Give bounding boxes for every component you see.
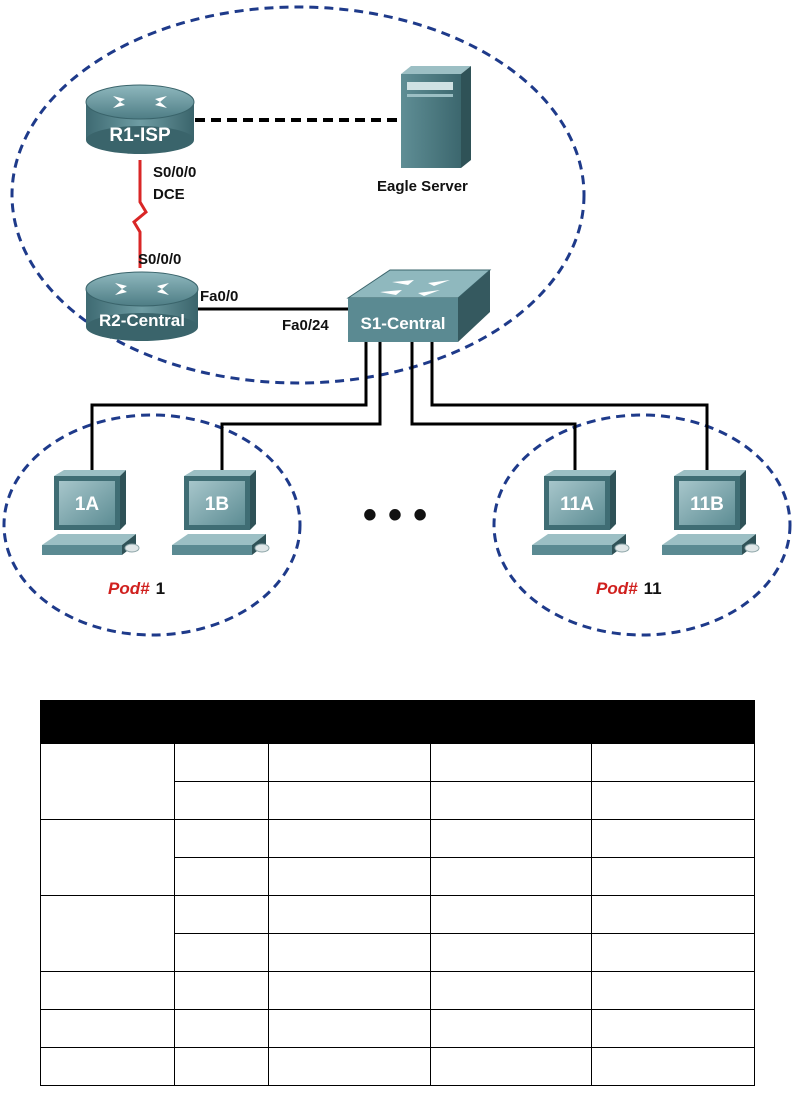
table-header-row: [40, 700, 755, 744]
router-r2-central[interactable]: R2-Central: [85, 271, 199, 341]
table-cell: [174, 895, 269, 934]
table-cell: [591, 743, 755, 782]
pod-11-ellipse: [492, 413, 792, 637]
s1-fa-interface-label: Fa0/24: [282, 317, 329, 334]
pc-11a-label: 11A: [560, 494, 594, 515]
table-header-cell: [40, 700, 269, 744]
table-row: [40, 895, 755, 972]
table-cell: [430, 1009, 592, 1048]
table-cell: [591, 1009, 755, 1048]
table-cell: [591, 857, 755, 896]
pc-monitor-icon: [189, 481, 245, 525]
table-cell: [174, 971, 269, 1010]
table-cell: [430, 857, 592, 896]
table-row: [40, 1009, 755, 1048]
table-cell: [40, 895, 175, 972]
switch-s1-name: S1-Central: [360, 314, 445, 333]
table-cell: [430, 1047, 592, 1086]
table-cell: [174, 1047, 269, 1086]
table-cell: [268, 781, 431, 820]
table-cell: [430, 781, 592, 820]
pc-11b[interactable]: 11B: [662, 470, 760, 555]
r2-serial-interface-label: S0/0/0: [138, 251, 181, 268]
table-cell: [268, 895, 431, 934]
pc-links: [90, 342, 709, 478]
addressing-table: [40, 700, 755, 1086]
table-cell: [591, 1047, 755, 1086]
table-cell: [268, 1047, 431, 1086]
table-cell: [268, 743, 431, 782]
pc-11b-label: 11B: [690, 494, 724, 515]
table-cell: [40, 971, 175, 1010]
table-cell: [591, 971, 755, 1010]
more-pods-ellipsis: • • •: [363, 493, 427, 537]
table-header-cell: [268, 700, 431, 744]
table-cell: [591, 819, 755, 858]
pc-1b-label: 1B: [205, 494, 229, 515]
pod-1-ellipse: [2, 413, 302, 637]
pc-1a[interactable]: 1A: [42, 470, 140, 555]
table-row: [40, 743, 755, 820]
table-cell: [174, 743, 269, 782]
router-arrows-icon: [115, 283, 169, 295]
table-cell: [268, 857, 431, 896]
table-cell: [174, 819, 269, 858]
pc-11a[interactable]: 11A: [532, 470, 630, 555]
pc-monitor-icon: [549, 481, 605, 525]
table-cell: [430, 971, 592, 1010]
table-cell: [591, 895, 755, 934]
table-row: [40, 819, 755, 896]
table-cell: [40, 1047, 175, 1086]
table-cell: [268, 819, 431, 858]
network-topology-diagram: R1-ISP R2-Central S1-Central: [2, 5, 792, 637]
serial-link-r1-r2: [132, 160, 148, 268]
table-cell: [268, 971, 431, 1010]
r1-serial-interface-label: S0/0/0: [153, 164, 196, 181]
router-r2-name: R2-Central: [99, 311, 185, 330]
server-eagle[interactable]: [401, 66, 471, 168]
server-label: Eagle Server: [377, 178, 468, 195]
table-cell: [430, 819, 592, 858]
table-cell: [174, 1009, 269, 1048]
table-row: [41, 857, 755, 896]
router-r1-isp[interactable]: R1-ISP: [85, 84, 195, 154]
pod-1-prefix: Pod#: [108, 579, 150, 598]
pc-monitor-icon: [59, 481, 115, 525]
pod-11-prefix: Pod#: [596, 579, 638, 598]
table-cell: [430, 743, 592, 782]
table-row: [41, 781, 755, 820]
table-cell: [40, 1009, 175, 1048]
table-row: [40, 971, 755, 1010]
router-arrows-icon: [113, 96, 167, 108]
switch-s1-central[interactable]: S1-Central: [346, 269, 492, 342]
table-cell: [40, 819, 175, 896]
r1-dce-label: DCE: [153, 186, 185, 203]
table-row: [41, 933, 755, 972]
pod-11-label: Pod# 11: [596, 579, 662, 598]
table-row: [40, 1047, 755, 1086]
pc-1a-label: 1A: [75, 494, 100, 515]
router-r1-name: R1-ISP: [109, 125, 171, 146]
pc-1b[interactable]: 1B: [172, 470, 270, 555]
table-cell: [174, 933, 269, 972]
table-cell: [40, 743, 175, 820]
table-header-cell: [430, 700, 592, 744]
r2-fa-interface-label: Fa0/0: [200, 288, 238, 305]
table-cell: [430, 895, 592, 934]
table-cell: [268, 933, 431, 972]
table-cell: [430, 933, 592, 972]
table-cell: [268, 1009, 431, 1048]
pod-1-label: Pod# 1: [108, 579, 165, 598]
pc-monitor-icon: [679, 481, 735, 525]
table-cell: [591, 781, 755, 820]
table-cell: [174, 781, 269, 820]
central-site-ellipse: [10, 5, 586, 385]
table-header-cell: [591, 700, 755, 744]
table-cell: [174, 857, 269, 896]
pod-11-number: 11: [644, 579, 662, 598]
table-cell: [591, 933, 755, 972]
pod-1-number: 1: [156, 579, 165, 598]
switch-arrows-icon: [380, 280, 450, 296]
